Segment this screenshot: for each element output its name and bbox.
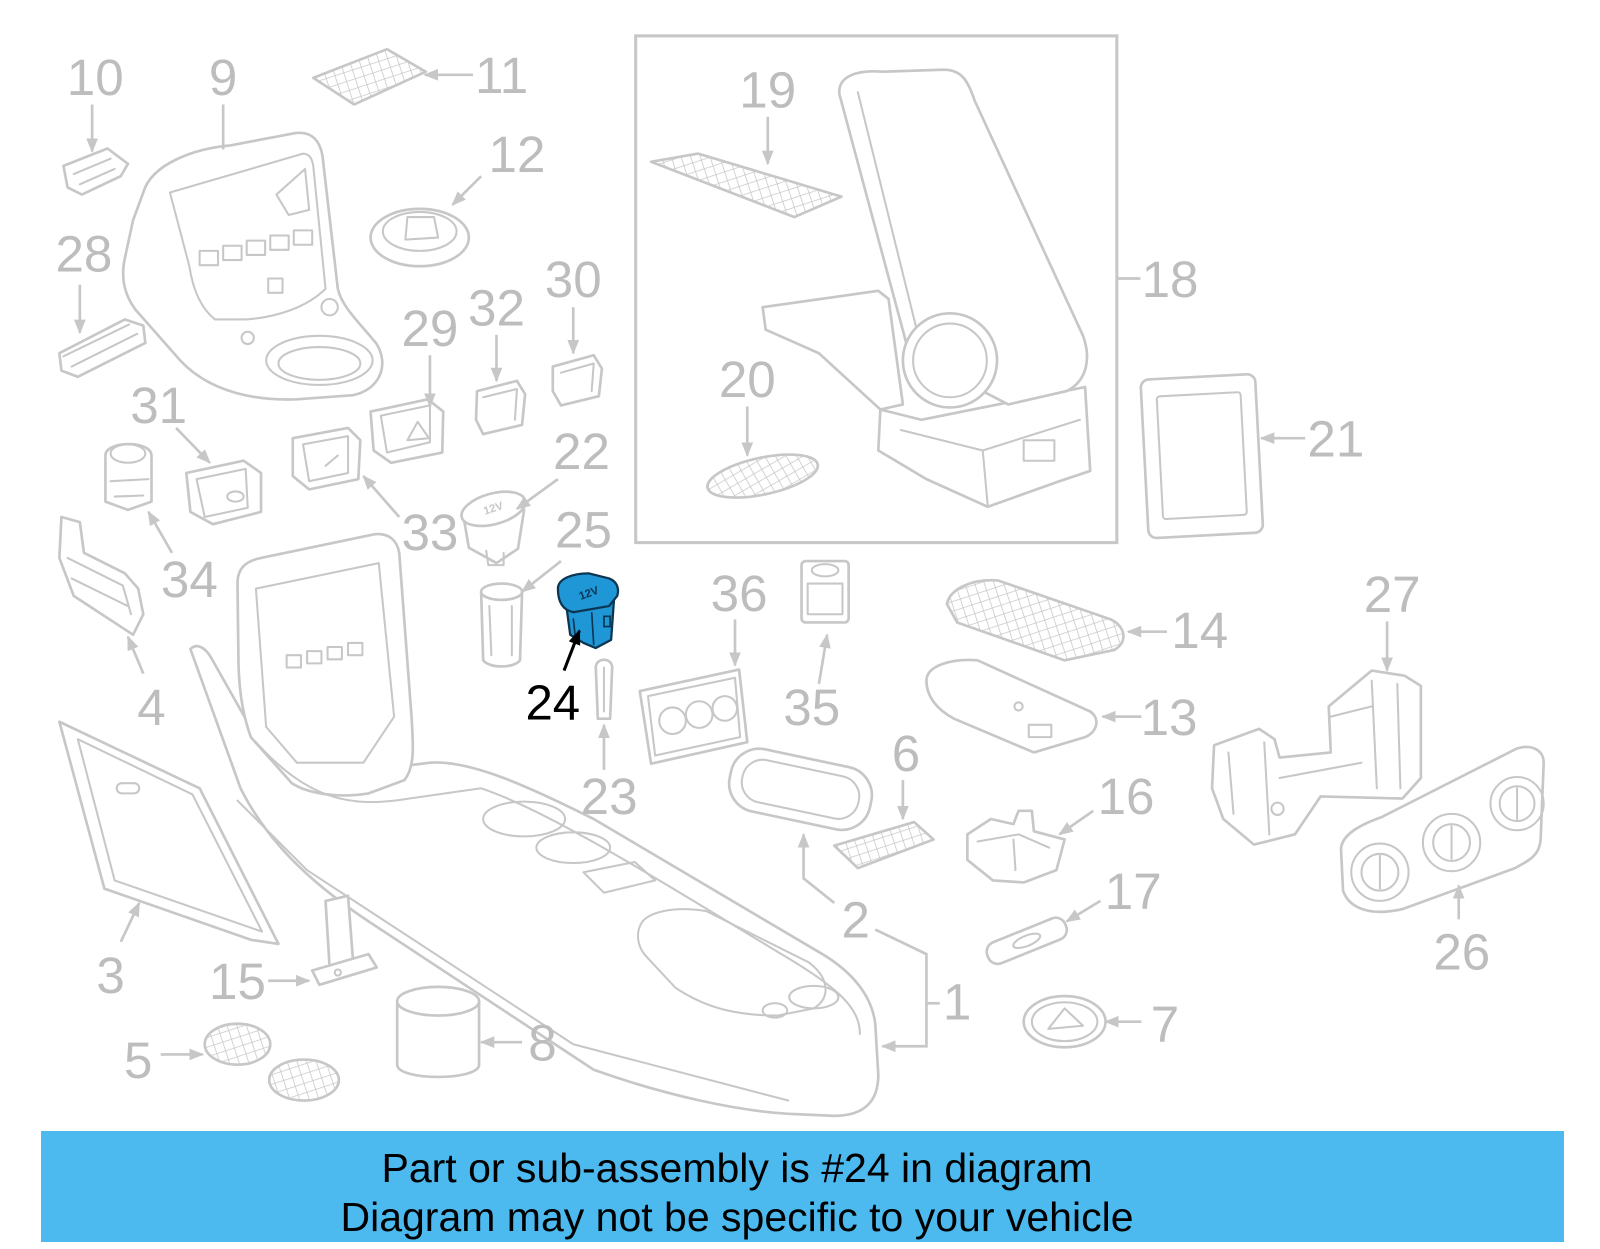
callout-31: 31 bbox=[130, 377, 187, 434]
leader-34 bbox=[147, 510, 174, 554]
part-18 bbox=[761, 68, 1092, 509]
info-banner: Part or sub-assembly is #24 in diagram D… bbox=[41, 1131, 1564, 1242]
callout-20: 20 bbox=[719, 351, 776, 408]
callout-33: 33 bbox=[401, 504, 458, 561]
part-5 bbox=[203, 1022, 341, 1102]
callout-25: 25 bbox=[555, 502, 612, 559]
part-33 bbox=[291, 426, 362, 491]
part-8 bbox=[395, 985, 481, 1079]
callout-9: 9 bbox=[209, 49, 237, 106]
callout-23: 23 bbox=[581, 768, 638, 825]
part-16 bbox=[966, 809, 1066, 884]
callout-21: 21 bbox=[1307, 411, 1364, 468]
part-36 bbox=[638, 668, 749, 766]
leader-2 bbox=[797, 832, 836, 904]
banner-text: Part or sub-assembly is #24 in diagram D… bbox=[41, 1131, 1433, 1242]
callout-12: 12 bbox=[488, 126, 545, 183]
banner-line-disclaimer: Diagram may not be specific to your vehi… bbox=[340, 1194, 1134, 1240]
part-12 bbox=[369, 207, 471, 268]
callout-22: 22 bbox=[553, 423, 610, 480]
part-19 bbox=[649, 152, 843, 219]
callout-19: 19 bbox=[739, 62, 796, 119]
part-10 bbox=[62, 147, 130, 196]
callout-labels: 10 9 11 12 28 29 32 30 31 22 33 34 25 24… bbox=[55, 47, 1490, 1089]
leader-16 bbox=[1058, 809, 1095, 836]
leader-1 bbox=[874, 928, 928, 1053]
leader-24 bbox=[562, 629, 581, 672]
callout-17: 17 bbox=[1105, 863, 1162, 920]
part-20 bbox=[706, 453, 820, 499]
leader-25 bbox=[520, 559, 562, 593]
callout-24: 24 bbox=[525, 677, 580, 731]
callout-36: 36 bbox=[711, 565, 768, 622]
part-24-highlighted: 12V bbox=[556, 572, 620, 650]
banner-line-part-number: Part or sub-assembly is #24 in diagram bbox=[381, 1145, 1093, 1191]
callout-27: 27 bbox=[1364, 566, 1421, 623]
part-28 bbox=[58, 318, 147, 379]
callout-14: 14 bbox=[1171, 602, 1228, 659]
part-15 bbox=[310, 894, 379, 987]
armrest-group-box bbox=[634, 34, 1119, 545]
part-22: 12V bbox=[460, 490, 527, 567]
leader-3 bbox=[119, 901, 141, 943]
callout-6: 6 bbox=[892, 725, 920, 782]
part-21 bbox=[1139, 372, 1265, 540]
part-4 bbox=[58, 515, 145, 637]
callout-2: 2 bbox=[842, 892, 870, 949]
part-3 bbox=[58, 720, 280, 946]
leader-lines bbox=[73, 68, 1465, 1061]
part-1 bbox=[189, 532, 880, 1118]
callout-26: 26 bbox=[1433, 923, 1490, 980]
callout-1: 1 bbox=[943, 974, 971, 1031]
part-2 bbox=[727, 747, 874, 832]
part-17 bbox=[985, 916, 1069, 966]
part-31 bbox=[184, 459, 263, 526]
part-32 bbox=[474, 379, 527, 436]
leader-35 bbox=[817, 633, 831, 685]
part-13 bbox=[925, 658, 1098, 754]
part-29 bbox=[369, 397, 445, 465]
part-11 bbox=[311, 47, 428, 106]
callout-5: 5 bbox=[124, 1032, 152, 1089]
part-35 bbox=[800, 559, 850, 624]
callout-7: 7 bbox=[1151, 996, 1179, 1053]
leader-4 bbox=[126, 635, 145, 675]
callout-30: 30 bbox=[545, 251, 602, 308]
part-23 bbox=[594, 658, 614, 721]
callout-4: 4 bbox=[137, 679, 165, 736]
callout-11: 11 bbox=[475, 47, 528, 104]
part-7 bbox=[1022, 994, 1107, 1049]
callout-34: 34 bbox=[161, 551, 218, 608]
callout-29: 29 bbox=[401, 300, 458, 357]
part-6 bbox=[832, 820, 935, 870]
callout-8: 8 bbox=[528, 1015, 556, 1072]
callout-28: 28 bbox=[55, 225, 112, 282]
leader-12 bbox=[451, 175, 483, 206]
callout-15: 15 bbox=[209, 953, 266, 1010]
callout-18: 18 bbox=[1142, 251, 1199, 308]
callout-35: 35 bbox=[783, 679, 840, 736]
leader-31 bbox=[175, 427, 211, 464]
callout-3: 3 bbox=[96, 947, 124, 1004]
part-27 bbox=[1210, 669, 1423, 846]
leader-33 bbox=[362, 474, 401, 518]
part-9 bbox=[121, 131, 384, 401]
part-14 bbox=[945, 578, 1125, 662]
callout-16: 16 bbox=[1098, 768, 1155, 825]
leader-17 bbox=[1065, 899, 1102, 923]
callout-32: 32 bbox=[468, 280, 525, 337]
callout-10: 10 bbox=[67, 49, 124, 106]
part-30 bbox=[551, 353, 604, 407]
part-34 bbox=[104, 442, 153, 512]
part-26 bbox=[1339, 745, 1546, 914]
callout-13: 13 bbox=[1141, 689, 1198, 746]
leader-22 bbox=[515, 478, 559, 510]
part-25 bbox=[479, 582, 524, 668]
